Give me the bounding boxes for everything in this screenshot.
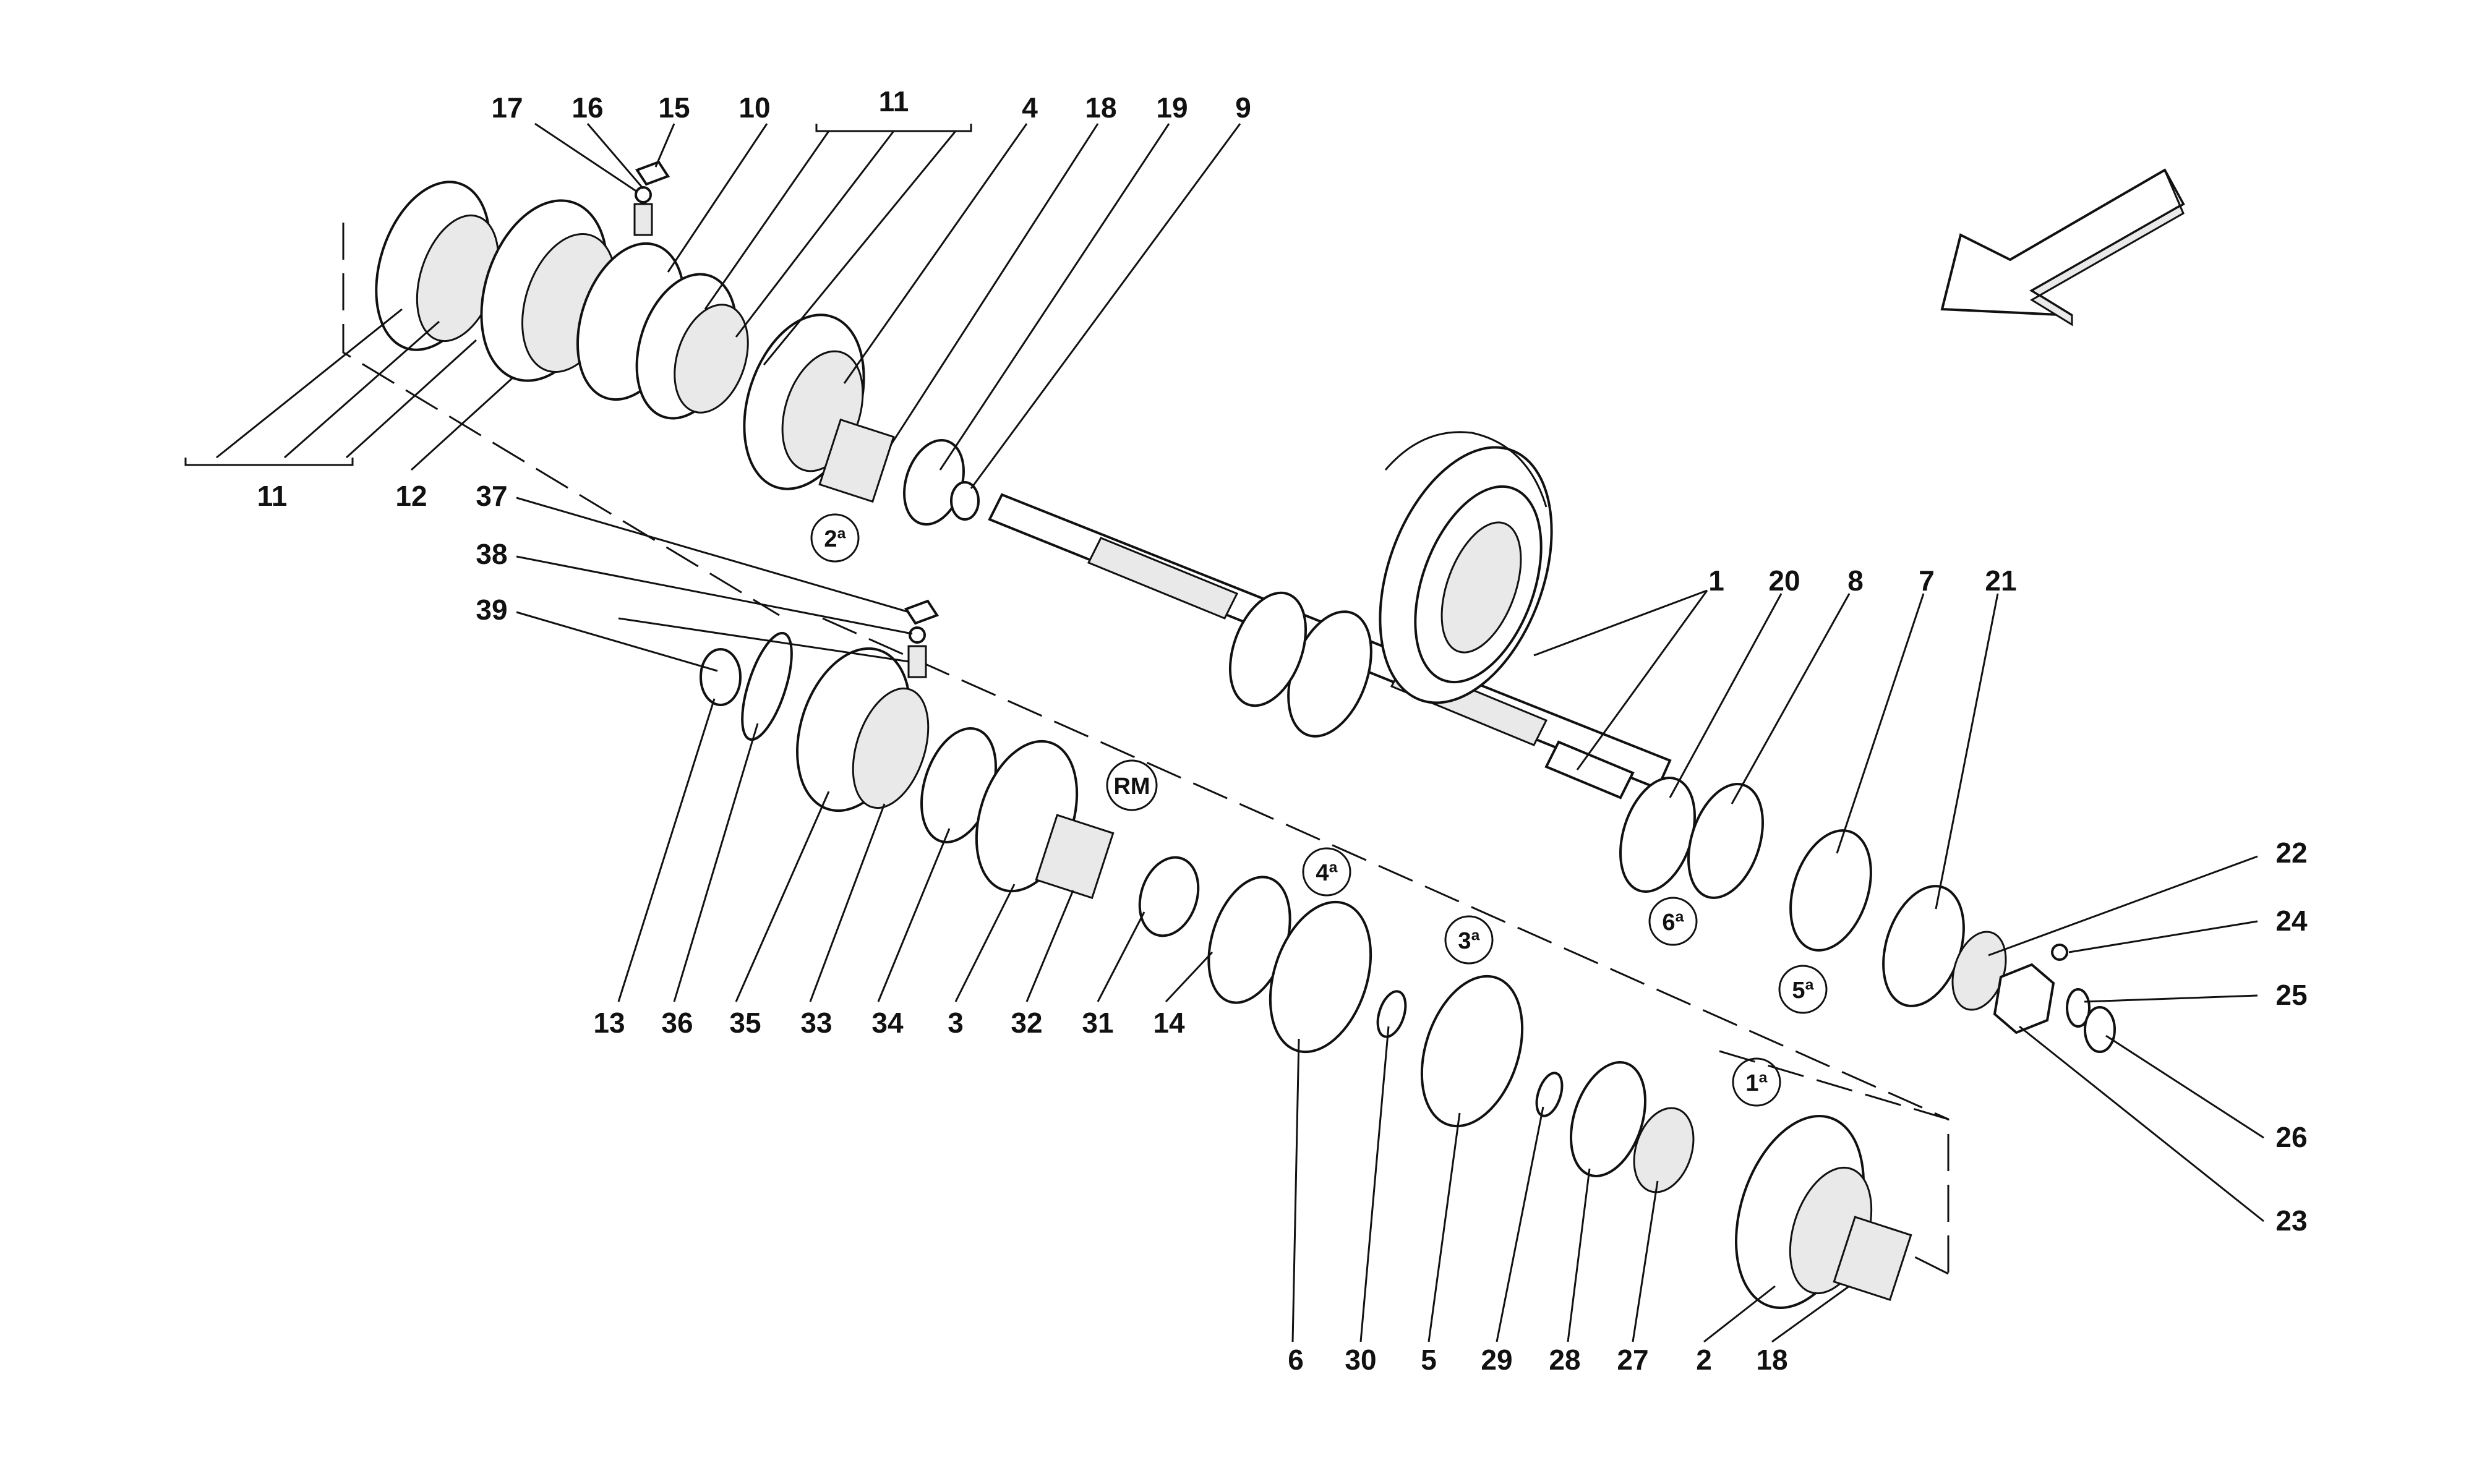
gear-badge-4: 4ª xyxy=(1302,847,1351,897)
detent-spring-lower xyxy=(904,599,940,678)
detent-spring-upper xyxy=(633,160,670,236)
callout-3: 3 xyxy=(948,1007,964,1039)
callout-12: 12 xyxy=(395,480,427,512)
callout-31: 31 xyxy=(1082,1007,1113,1039)
mainshaft-end-parts xyxy=(1619,777,2116,1053)
callout-19: 19 xyxy=(1156,92,1188,124)
callout-7: 7 xyxy=(1919,565,1935,597)
gear-badge-3: 3ª xyxy=(1444,915,1494,965)
callout-23: 23 xyxy=(2275,1205,2307,1237)
callout-36: 36 xyxy=(661,1007,693,1039)
svg-text:2ª: 2ª xyxy=(824,526,846,552)
callout-6: 6 xyxy=(1288,1344,1304,1376)
callout-18-top: 18 xyxy=(1085,92,1116,124)
callout-35: 35 xyxy=(729,1007,761,1039)
arrow-down-left-icon xyxy=(1940,168,2185,326)
callout-37: 37 xyxy=(476,480,507,512)
callout-20: 20 xyxy=(1768,565,1800,597)
callout-10: 10 xyxy=(738,92,770,124)
callout-8: 8 xyxy=(1847,565,1864,597)
callout-4: 4 xyxy=(1022,92,1038,124)
gear-badge-1: 1ª xyxy=(1732,1057,1781,1107)
callout-2: 2 xyxy=(1696,1344,1712,1376)
callout-38: 38 xyxy=(476,538,507,570)
callout-11-top: 11 xyxy=(879,85,909,117)
svg-text:RM: RM xyxy=(1113,774,1150,800)
callout-5: 5 xyxy=(1421,1344,1437,1376)
svg-text:5ª: 5ª xyxy=(1792,978,1814,1004)
svg-text:6ª: 6ª xyxy=(1662,910,1684,936)
ring-gear xyxy=(1379,431,1553,704)
callout-24: 24 xyxy=(2275,905,2308,937)
gear-badges: 2ª RM 4ª 3ª 6ª 5ª 1ª xyxy=(810,513,1828,1107)
svg-text:4ª: 4ª xyxy=(1316,860,1338,886)
callout-labels: 17 16 15 10 11 4 18 19 9 11 12 37 38 39 … xyxy=(257,85,2308,1376)
pinion-gear xyxy=(1228,591,1372,738)
callout-32: 32 xyxy=(1011,1007,1042,1039)
callout-1: 1 xyxy=(1708,565,1724,597)
callout-11-left: 11 xyxy=(257,480,288,512)
leader-lines xyxy=(184,122,2264,1343)
synchro-assembly-upper xyxy=(375,181,980,526)
callout-25: 25 xyxy=(2275,979,2307,1011)
callout-21: 21 xyxy=(1985,565,2016,597)
svg-text:3ª: 3ª xyxy=(1458,928,1480,954)
gear-badge-rm: RM xyxy=(1106,759,1158,811)
callout-30: 30 xyxy=(1345,1344,1376,1376)
callout-16: 16 xyxy=(571,92,603,124)
callout-27: 27 xyxy=(1617,1344,1648,1376)
callout-9: 9 xyxy=(1235,92,1251,124)
callout-14: 14 xyxy=(1153,1007,1185,1039)
svg-text:1ª: 1ª xyxy=(1745,1070,1768,1096)
callout-17: 17 xyxy=(491,92,523,124)
callout-13: 13 xyxy=(593,1007,625,1039)
callout-29: 29 xyxy=(1481,1344,1512,1376)
gear-badge-2: 2ª xyxy=(810,513,860,563)
callout-34: 34 xyxy=(871,1007,904,1039)
assembly-bracket-lines xyxy=(342,223,1950,1275)
callout-39: 39 xyxy=(476,594,507,626)
gear-badge-6: 6ª xyxy=(1648,897,1698,946)
callout-33: 33 xyxy=(800,1007,832,1039)
callout-15: 15 xyxy=(658,92,690,124)
gear-badge-5: 5ª xyxy=(1778,965,1828,1014)
callout-22: 22 xyxy=(2275,837,2307,869)
countershaft-assembly xyxy=(700,631,1912,1309)
callout-26: 26 xyxy=(2275,1121,2307,1153)
callout-18-bottom: 18 xyxy=(1756,1344,1787,1376)
callout-28: 28 xyxy=(1549,1344,1580,1376)
